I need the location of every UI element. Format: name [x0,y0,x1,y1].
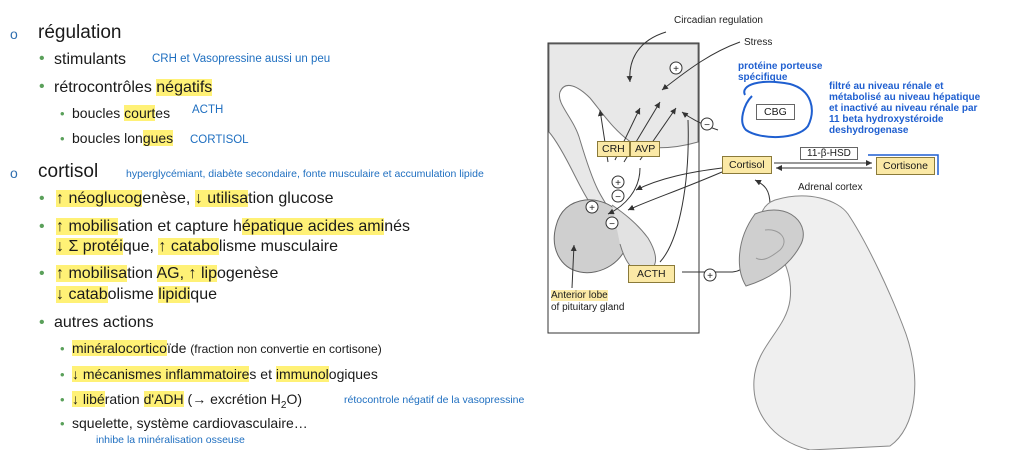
cbg-box: CBG [756,104,795,120]
acth-box: ACTH [628,265,675,283]
label-stress: Stress [744,37,773,48]
bullet-dot: • [39,190,45,207]
outline-bullet: o [10,26,18,42]
item-autres-actions: autres actions [54,314,154,331]
bullet-dot: • [39,314,45,331]
item-mobilisation-ag: ↑ mobilisation AG, ↑ lipogenèse [56,265,279,282]
item-neoglucogenese: ↑ néoglucogenèse, ↓ utilisation glucose [56,190,334,207]
bullet-dot: • [39,265,45,282]
note-stimulants: CRH et Vasopressine aussi un peu [152,53,331,65]
plus-sign: + [589,203,595,214]
avp-box: AVP [630,141,661,157]
plus-sign: + [673,64,679,75]
note-squelette: inhibe la minéralisation osseuse [96,434,245,446]
item-catabolisme-lipidique: ↓ catabolisme lipidique [56,286,217,303]
item-mecanismes: ↓ mécanismes inflammatoires et immunolog… [72,366,378,382]
bullet-dot: • [39,78,45,95]
heading-cortisol: cortisol [38,161,99,182]
hsd-box: 11-β-HSD [800,147,858,160]
item-adh: ↓ libération d'ADH (→ excrétion H2O) [72,391,303,411]
bullet-dot: • [60,416,65,431]
cbg-circle [741,80,813,139]
note-cortisol-effects: hyperglycémiant, diabète secondaire, fon… [126,168,484,180]
item-boucles-longues: boucles longues [72,130,174,146]
note-adh: rétocontrole négatif de la vasopressine [344,394,525,406]
cortisol-box: Cortisol [722,156,772,174]
item-stimulants: stimulants [54,51,127,68]
plus-sign: + [707,271,713,282]
plus-sign: + [615,178,621,189]
label-circadian-regulation: Circadian regulation [674,15,763,26]
note-acth: ACTH [192,104,224,116]
minus-sign: − [704,120,710,131]
item-mobilisation-aa: ↑ mobilisation et capture hépatique acid… [56,218,410,235]
item-mineralocorticoide: minéralocorticoïde (fraction non convert… [72,340,382,356]
minus-sign: − [615,192,621,203]
brain-frame [547,42,700,334]
plus-minus-signs [585,61,717,282]
note-cortisol: CORTISOL [190,134,249,146]
item-retrocontroles: rétrocontrôles négatifs [54,79,213,96]
heading-regulation: régulation [38,22,122,43]
minus-sign: − [609,219,615,230]
cortisone-box: Cortisone [876,157,935,175]
item-proteique: ↓ Σ protéique, ↑ catabolisme musculaire [56,238,339,255]
bullet-dot: • [60,367,65,382]
crh-box: CRH [597,141,630,157]
bullet-dot: • [60,131,65,146]
hypothalamus-shape [548,43,699,231]
item-squelette: squelette, système cardiovasculaire… [72,415,308,431]
outline-bullet: o [10,165,18,181]
bullet-dot: • [60,106,65,121]
bullet-dot: • [60,341,65,356]
bullet-dot: • [39,50,45,67]
label-adrenal-cortex: Adrenal cortex [798,182,863,193]
bullet-dot: • [60,392,65,407]
item-boucles-courtes: boucles courtes [72,105,171,121]
bullet-dot: • [39,218,45,235]
